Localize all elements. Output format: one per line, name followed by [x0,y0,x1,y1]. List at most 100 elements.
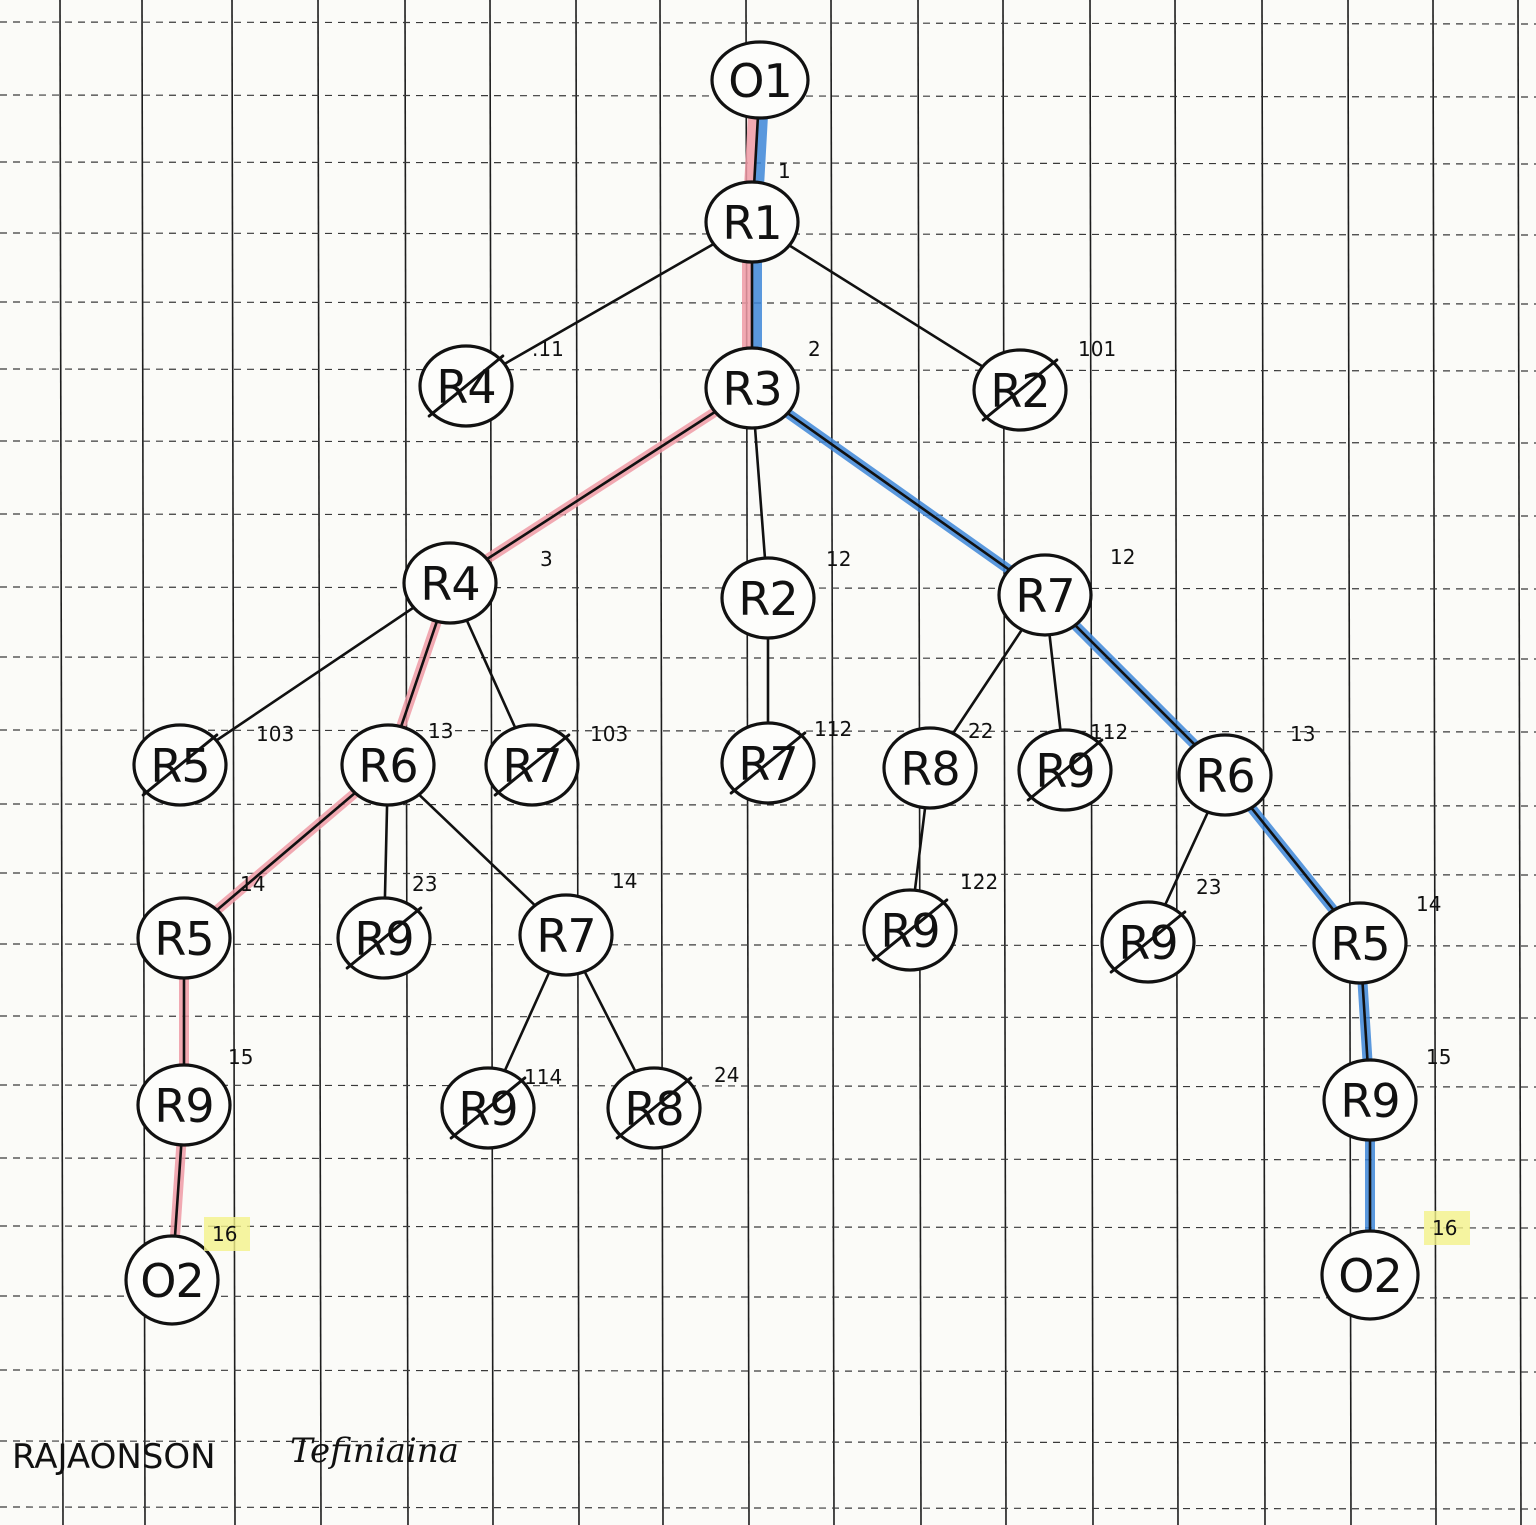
cost-label: 101 [1078,337,1116,361]
grid-line-horizontal [0,943,1536,947]
grid-line-vertical [659,0,664,1525]
tree-node-r2-b: R2 [720,556,816,640]
pruned-cross-mark [871,898,949,962]
grid-line-horizontal [0,513,1536,517]
grid-line-horizontal [0,1084,1536,1088]
cost-label: 22 [968,719,993,743]
node-label: R5 [1330,917,1389,971]
cost-highlight-mark [1424,1211,1470,1245]
node-circle [518,893,614,977]
grid-line-horizontal [0,1225,1536,1229]
cost-label: 122 [960,870,998,894]
tree-node-r5-a: R5 [132,723,228,807]
path-highlights [170,112,1375,1242]
cost-label: 15 [1426,1045,1451,1069]
grid-line-horizontal [0,21,1536,25]
cost-label: 24 [714,1063,739,1087]
cost-label: 112 [814,717,852,741]
node-circle [340,723,436,807]
grid-line-horizontal [0,872,1536,876]
tree-edge [752,116,760,184]
node-circle [882,726,978,810]
tree-node-r9-d: R9 [1100,900,1196,984]
tree-node-o1-root: O1 [710,40,810,120]
grid-line-horizontal [0,1015,1536,1019]
cost-label: 13 [428,719,453,743]
grid-line-horizontal [0,1440,1536,1444]
red-path-highlight [744,112,758,188]
pruned-cross-mark [427,354,505,418]
tree-node-r5-b: R5 [136,896,232,980]
tree-node-r2-a: R2 [972,348,1068,432]
grid-line-horizontal [0,301,1536,305]
tree-node-r3: R3 [704,346,800,430]
node-circle [136,896,232,980]
tree-node-r4-b: R4 [402,541,498,625]
cost-label: 14 [612,869,637,893]
pruned-cross-mark [449,1076,527,1140]
pruned-cross-mark [141,733,219,797]
tree-edge [503,970,551,1073]
tree-edges [173,116,1372,1238]
grid-line-vertical [1432,0,1437,1525]
tree-node-r9-b: R9 [336,896,432,980]
pruned-cross-mark [981,358,1059,422]
cost-label: 23 [412,872,437,896]
cost-label: 103 [256,722,294,746]
tree-node-r4-a: R4 [418,344,514,428]
node-circle [1312,901,1408,985]
grid-line-horizontal [0,440,1536,444]
cost-label: 12 [1110,545,1135,569]
tree-edge [399,620,439,728]
cost-label: 3 [540,547,553,571]
node-circle [124,1234,220,1326]
tree-node-o2-left: O2 [124,1234,220,1326]
pruned-cross-mark [1109,910,1187,974]
node-label: R3 [722,362,781,416]
tree-edge [788,244,984,368]
cost-label: 14 [1416,892,1441,916]
node-label: O1 [728,54,791,108]
tree-node-r1: R1 [704,180,800,264]
cost-label: 12 [826,547,851,571]
tree-node-r8-b: R8 [606,1066,702,1150]
tree-node-r9-c: R9 [862,888,958,972]
grid-line-vertical [830,0,835,1525]
tree-edge [173,1143,183,1238]
node-label: O2 [1338,1249,1401,1303]
tree-edge [1048,633,1062,732]
tree-node-r7-a: R7 [997,553,1093,637]
cost-highlight-mark [204,1217,250,1251]
tree-edge [383,803,389,900]
node-label: R2 [738,572,797,626]
tree-node-o2-right: O2 [1320,1229,1420,1321]
tree-edge [503,242,715,366]
node-circle [1322,1058,1418,1142]
node-label: R1 [722,196,781,250]
node-circle [402,541,498,625]
tree-edge [951,628,1024,735]
node-circle [704,346,800,430]
tree-edge [1163,810,1210,907]
tree-node-r8-a: R8 [882,726,978,810]
grid-line-horizontal [0,803,1536,807]
cost-label: 112 [1090,720,1128,744]
tree-edge [1361,981,1369,1062]
author-surname: RAJAONSON [12,1437,216,1477]
tree-edge [1073,623,1197,747]
grid-line-vertical [317,0,322,1525]
grid-line-horizontal [0,161,1536,165]
grid-line-horizontal [0,1157,1536,1161]
tree-node-r6-a: R6 [340,723,436,807]
blue-path-highlight [754,112,768,188]
pruned-cross-mark [729,731,807,795]
cost-label: 114 [524,1065,562,1089]
tree-edge [583,970,637,1073]
node-circle [704,180,800,264]
tree-node-r7-c: R7 [720,721,816,805]
cost-label: 23 [1196,875,1221,899]
tree-edge [215,606,415,742]
grid-line-horizontal [0,1506,1536,1510]
